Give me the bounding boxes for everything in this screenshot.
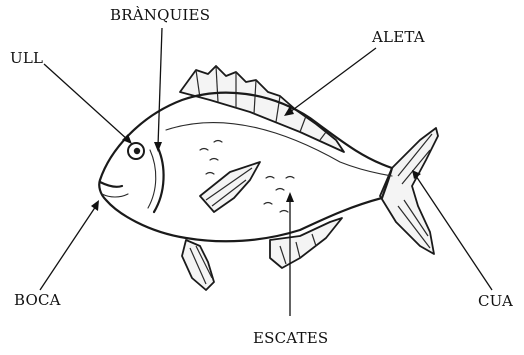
- anal-fin: [270, 218, 342, 268]
- eye: [128, 143, 144, 159]
- label-boca: BOCA: [14, 291, 61, 309]
- dorsal-fin: [180, 66, 344, 152]
- mouth: [100, 182, 128, 197]
- label-aleta: ALETA: [371, 28, 425, 46]
- tail-fin: [380, 128, 438, 254]
- pectoral-fin: [200, 162, 260, 212]
- pointer-branquies: [154, 28, 162, 152]
- label-cua: CUA: [478, 292, 513, 310]
- label-branquies: BRÀNQUIES: [110, 6, 210, 24]
- label-escates: ESCATES: [253, 329, 328, 347]
- pointer-ull: [44, 64, 132, 144]
- pelvic-fin: [182, 240, 214, 290]
- gill-cover: [148, 148, 164, 212]
- pointer-aleta: [284, 48, 376, 116]
- label-ull: ULL: [10, 49, 43, 67]
- lateral-line: [166, 123, 392, 176]
- pointer-boca: [40, 200, 99, 290]
